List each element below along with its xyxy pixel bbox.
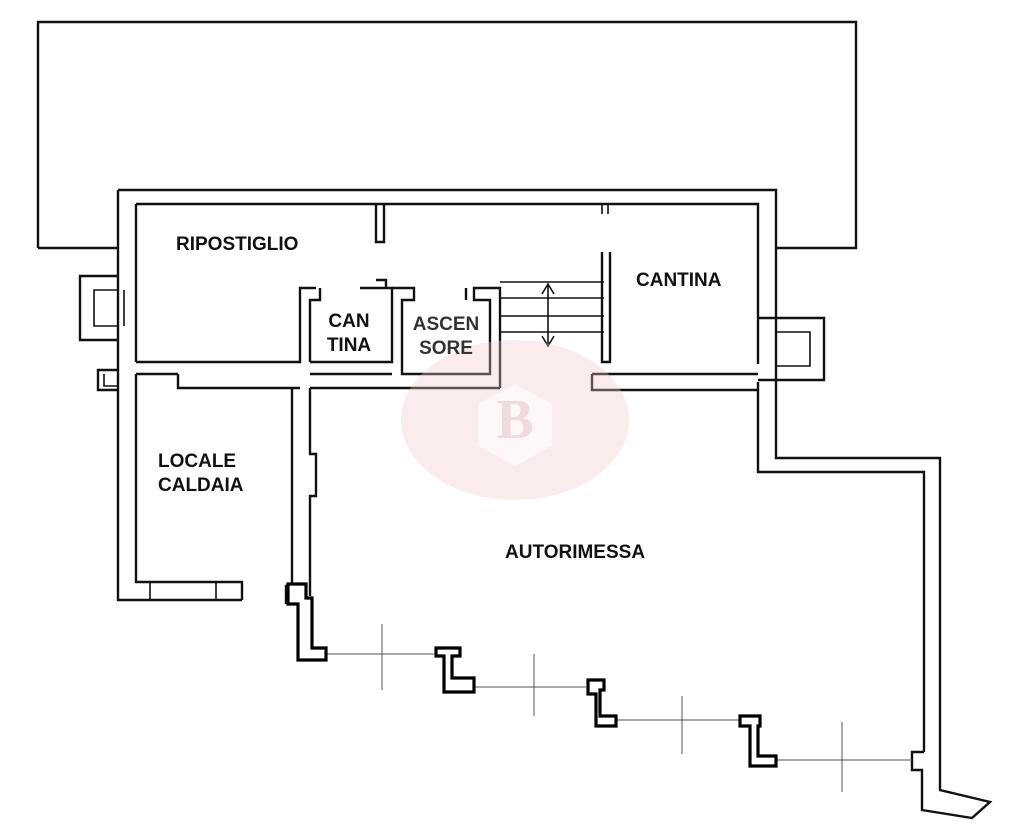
interior-walls (136, 204, 758, 604)
pillars (286, 582, 778, 768)
label-cantina-small: CAN TINA (326, 311, 372, 356)
outer-walls (116, 188, 993, 820)
label-cantina: CANTINA (636, 270, 722, 291)
watermark: B (401, 340, 629, 500)
label-autorimessa: AUTORIMESSA (505, 542, 646, 563)
pillar (738, 714, 778, 768)
svg-text:B: B (496, 389, 533, 451)
label-ascensore: ASCEN SORE (412, 314, 480, 359)
label-ripostiglio: RIPOSTIGLIO (176, 234, 299, 255)
pillar (434, 646, 476, 694)
left-projections (78, 274, 125, 392)
pillar (286, 582, 328, 662)
structural-grid (326, 624, 912, 792)
right-projection (758, 316, 826, 382)
label-locale-caldaia: LOCALE CALDAIA (158, 451, 244, 496)
upper-level-outline (36, 20, 858, 250)
pillar (586, 678, 618, 728)
